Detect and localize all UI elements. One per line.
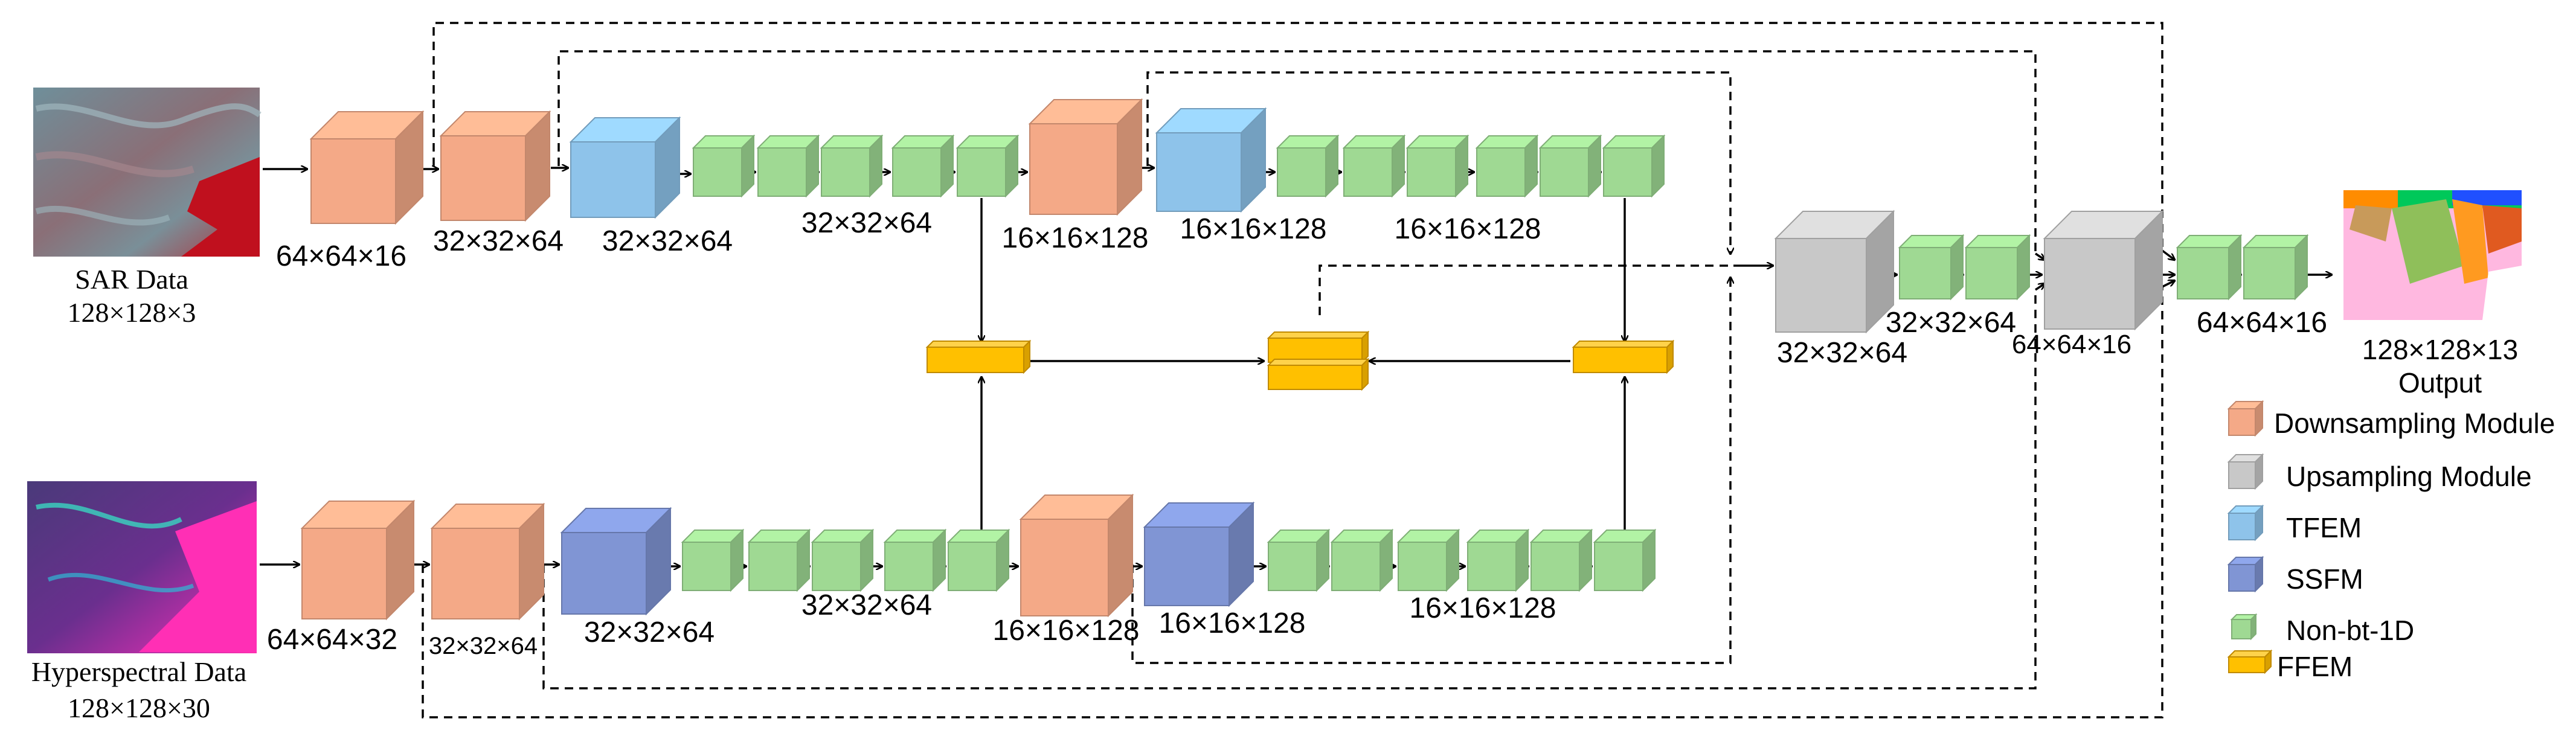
legend-swatch-downsampling <box>2227 400 2264 437</box>
bottom-nonbt-10 <box>1529 528 1593 592</box>
top-down3-label: 16×16×128 <box>1002 222 1149 254</box>
legend-item-upsampling: Upsampling Module <box>2227 453 2532 492</box>
legend-label-downsampling: Downsampling Module <box>2274 408 2555 439</box>
modules <box>300 98 2309 621</box>
legend-label-ssfm: SSFM <box>2286 563 2363 595</box>
bottom-nonbt-6 <box>1267 528 1331 592</box>
top-downsampling-2 <box>439 110 551 222</box>
top-nonbt-6 <box>1276 134 1340 198</box>
decoder-nonbt-3 <box>2176 234 2243 301</box>
bottom-ssfm-1 <box>560 507 672 616</box>
decoder-upsampling-2 <box>2043 210 2164 331</box>
top-tfem-2 <box>1155 107 1267 213</box>
sar-image <box>33 88 262 257</box>
bottom-downsampling-2 <box>430 502 545 621</box>
top-tfem2-label: 16×16×128 <box>1180 213 1327 245</box>
hyperspectral-image <box>27 481 257 653</box>
legend-item-ffem: FFEM <box>2227 649 2353 682</box>
top-down1-label: 64×64×16 <box>276 240 406 272</box>
sar-dims: 128×128×3 <box>68 297 196 328</box>
ffem-right <box>1572 339 1675 374</box>
decoder-nonbt2-label: 64×64×16 <box>2197 307 2327 339</box>
decoder-upsampling-1 <box>1774 210 1895 334</box>
legend-item-ssfm: SSFM <box>2227 555 2363 595</box>
bottom-nonbt1-label: 32×32×64 <box>801 589 932 621</box>
bottom-nonbt-2 <box>747 528 811 592</box>
legend-label-nonbt: Non-bt-1D <box>2286 615 2414 646</box>
top-nonbt-10 <box>1538 134 1602 198</box>
legend-swatch-ssfm <box>2227 555 2264 593</box>
ffem-center-top <box>1267 330 1370 364</box>
legend-item-downsampling: Downsampling Module <box>2227 400 2555 439</box>
legend-swatch-tfem <box>2227 504 2264 542</box>
top-down2-label: 32×32×64 <box>433 225 564 257</box>
legend-label-ffem: FFEM <box>2277 651 2353 682</box>
legend-label-upsampling: Upsampling Module <box>2286 461 2532 492</box>
top-tfem-1 <box>569 116 681 219</box>
top-nonbt-7 <box>1342 134 1406 198</box>
bottom-nonbt-1 <box>681 528 745 592</box>
top-nonbt-1 <box>692 134 756 198</box>
output-dims: 128×128×13 <box>2362 334 2518 365</box>
bottom-nonbt-4 <box>883 528 947 592</box>
top-nonbt2-label: 16×16×128 <box>1395 213 1541 245</box>
decoder-up1-label: 32×32×64 <box>1777 337 1907 369</box>
bottom-ssfm1-label: 32×32×64 <box>584 616 715 648</box>
top-nonbt-11 <box>1602 134 1666 198</box>
sar-title: SAR Data <box>75 264 188 295</box>
bottom-down1-label: 64×64×32 <box>267 624 397 656</box>
bottom-nonbt-7 <box>1330 528 1394 592</box>
bottom-down2-label: 32×32×64 <box>429 633 538 659</box>
bottom-nonbt-3 <box>811 528 875 592</box>
bottom-ssfm-2 <box>1143 501 1255 607</box>
top-nonbt-9 <box>1475 134 1539 198</box>
bottom-nonbt-9 <box>1466 528 1530 592</box>
top-nonbt-2 <box>756 134 820 198</box>
bottom-nonbt-5 <box>946 528 1010 592</box>
decoder-nonbt-1 <box>1898 234 1965 301</box>
legend-item-nonbt: Non-bt-1D <box>2230 613 2414 646</box>
decoder-up2-label: 64×64×16 <box>2012 330 2131 359</box>
bottom-downsampling-1 <box>300 499 416 621</box>
bottom-nonbt-11 <box>1593 528 1657 592</box>
bottom-down3-label: 16×16×128 <box>993 615 1140 647</box>
legend-item-tfem: TFEM <box>2227 504 2362 543</box>
bottom-nonbt2-label: 16×16×128 <box>1410 592 1556 624</box>
bottom-nonbt-8 <box>1396 528 1460 592</box>
legend-swatch-ffem <box>2227 649 2273 674</box>
legend-swatch-nonbt <box>2230 613 2258 641</box>
legend-label-tfem: TFEM <box>2286 512 2362 543</box>
hsi-title: Hyperspectral Data <box>31 656 246 687</box>
legend-swatch-upsampling <box>2227 453 2264 490</box>
output-title: Output <box>2398 367 2482 398</box>
decoder-nonbt1-label: 32×32×64 <box>1886 307 2016 339</box>
bottom-ssfm2-label: 16×16×128 <box>1159 607 1306 639</box>
hsi-dims: 128×128×30 <box>68 693 210 723</box>
top-nonbt1-label: 32×32×64 <box>801 207 932 239</box>
top-downsampling-3 <box>1028 98 1143 216</box>
decoder-nonbt-4 <box>2242 234 2309 301</box>
bottom-downsampling-3 <box>1019 493 1134 618</box>
top-nonbt-8 <box>1405 134 1469 198</box>
top-downsampling-1 <box>309 110 425 225</box>
decoder-nonbt-2 <box>1964 234 2031 301</box>
output-map <box>2343 190 2522 320</box>
top-tfem1-label: 32×32×64 <box>602 225 733 257</box>
top-nonbt-4 <box>891 134 955 198</box>
top-nonbt-3 <box>820 134 884 198</box>
top-nonbt-5 <box>956 134 1020 198</box>
ffem-left <box>925 339 1032 374</box>
ffem-center-bottom <box>1267 357 1370 391</box>
